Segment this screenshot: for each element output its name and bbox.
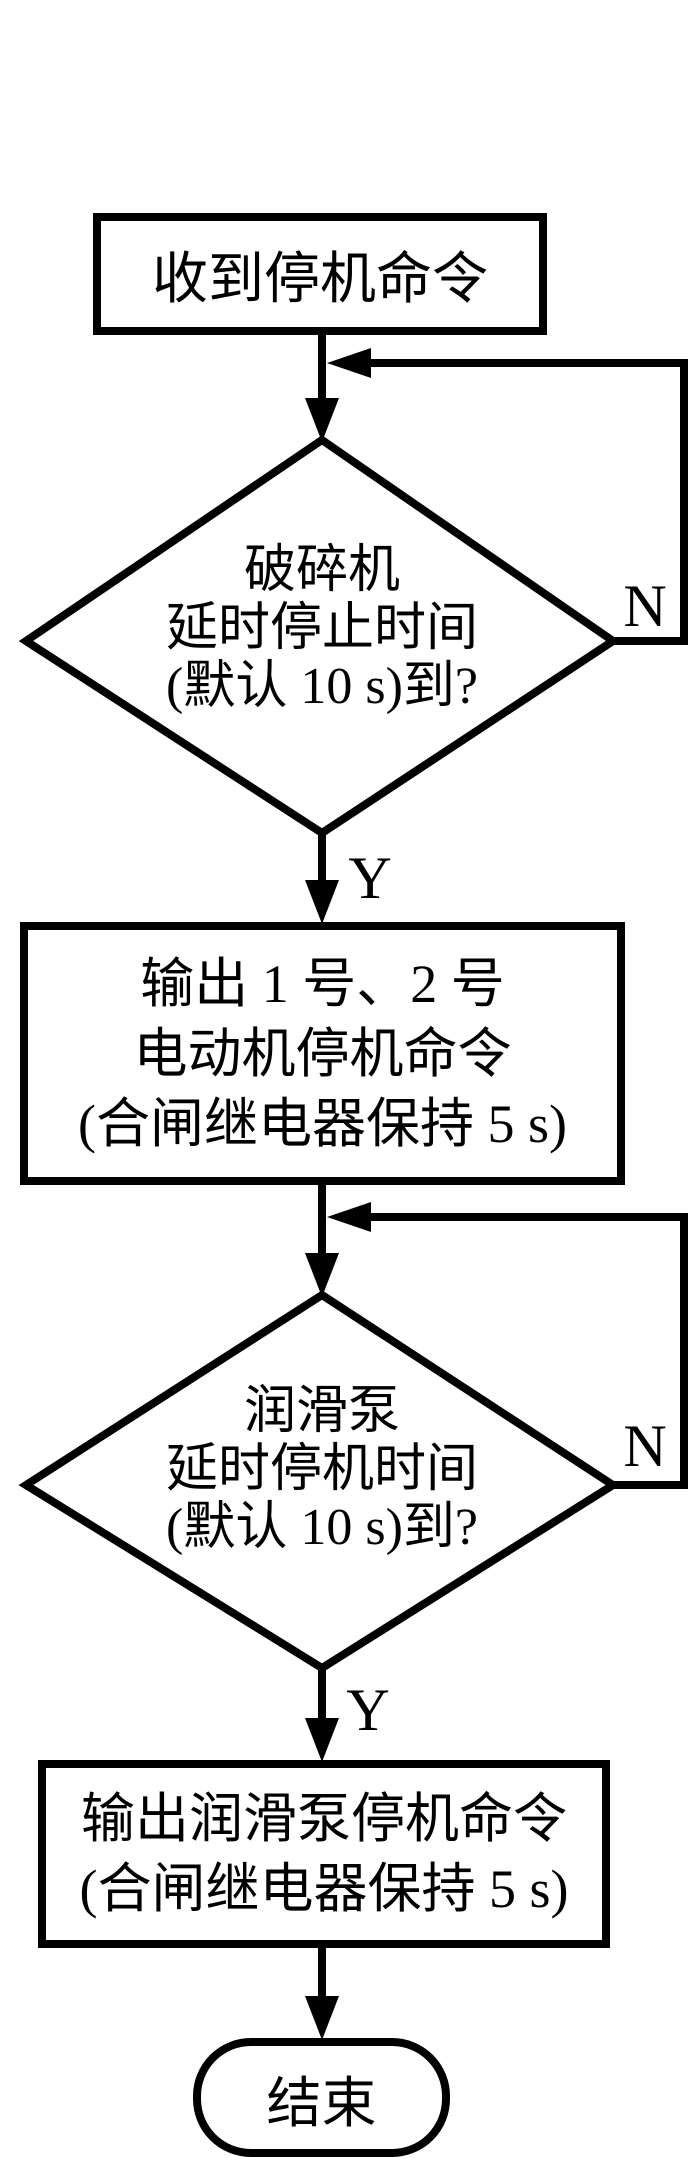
decision2-text: 润滑泵 延时停机时间 (默认 10 s)到? (22, 1383, 622, 1557)
decision2-line2: 延时停机时间 (165, 1441, 478, 1498)
process1-node: 输出 1 号、2 号 电动机停机命令 (合闸继电器保持 5 s) (20, 922, 625, 1185)
decision2-yes-label: Y (346, 1677, 390, 1743)
decision2-line1: 润滑泵 (243, 1383, 400, 1440)
end-terminal-node: 结束 (193, 2038, 450, 2157)
decision1-text: 破碎机 延时停止时间 (默认 10 s)到? (22, 542, 622, 716)
decision1-line2: 延时停止时间 (165, 600, 478, 657)
decision2-line3: (默认 10 s)到? (166, 1499, 478, 1556)
arrowhead-into-decision1 (305, 398, 339, 442)
arrowhead-into-end (305, 1996, 339, 2040)
connector-decision2-no-loop (368, 1213, 688, 1489)
connector-decision1-no-loop (368, 359, 688, 645)
arrowhead-loop2-junction (327, 1202, 371, 1232)
decision1-yes-label: Y (348, 845, 392, 911)
process1-line1: 输出 1 号、2 号 (140, 953, 505, 1014)
decision1-no-label: N (623, 573, 667, 639)
process1-line3: (合闸继电器保持 5 s) (78, 1093, 567, 1154)
arrowhead-into-decision2 (305, 1253, 339, 1297)
decision1-line3: (默认 10 s)到? (166, 658, 478, 715)
process2-node: 输出润滑泵停机命令 (合闸继电器保持 5 s) (38, 1760, 610, 1948)
arrowhead-loop1-junction (327, 348, 371, 378)
start-node: 收到停机命令 (93, 213, 547, 335)
arrowhead-into-process1 (305, 880, 339, 924)
arrowhead-into-process2 (305, 1718, 339, 1762)
start-node-label: 收到停机命令 (152, 248, 488, 311)
process1-line2: 电动机停机命令 (133, 1023, 512, 1084)
process2-line2: (合闸继电器保持 5 s) (79, 1859, 569, 1919)
end-terminal-label: 结束 (266, 2072, 377, 2134)
decision1-line1: 破碎机 (243, 542, 400, 599)
decision2-no-label: N (623, 1413, 667, 1479)
process2-line1: 输出润滑泵停机命令 (81, 1789, 567, 1849)
